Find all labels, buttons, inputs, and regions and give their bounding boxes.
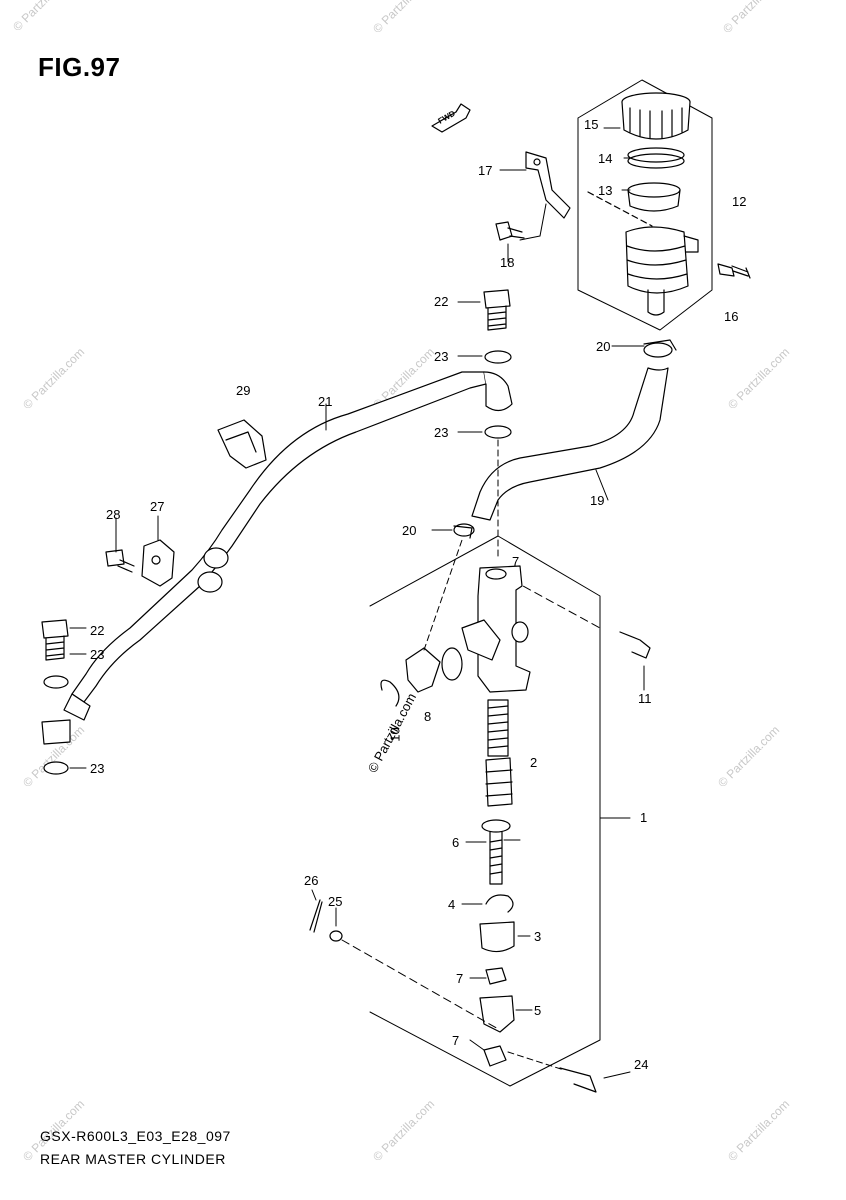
center-line — [341, 939, 501, 1031]
callout-4: 4 — [448, 897, 456, 912]
reservoir-cap — [621, 92, 691, 140]
callout-25: 25 — [328, 894, 343, 909]
reservoir-cut-line — [587, 191, 653, 227]
hose-end-fitting — [483, 371, 513, 412]
snap-ring — [380, 679, 400, 707]
callout-19: 19 — [590, 493, 605, 508]
reservoir-group-outline — [577, 79, 713, 331]
lock-nut — [485, 967, 507, 985]
washer-lower — [484, 425, 512, 439]
mounting-bolt — [619, 631, 651, 659]
callout-23: 23 — [434, 349, 449, 364]
callout-23: 23 — [90, 647, 105, 662]
union-bolt-lower — [41, 619, 69, 661]
callout-27: 27 — [150, 499, 165, 514]
washer-lower-a — [43, 675, 69, 689]
hose-union-fitting — [41, 719, 71, 745]
washer-upper — [484, 350, 512, 364]
center-line — [507, 1051, 565, 1071]
fwd-arrow-icon: FWD — [431, 103, 471, 133]
callout-7: 7 — [512, 554, 520, 569]
hose-bracket — [141, 539, 175, 587]
cap-seal-ring — [627, 147, 685, 169]
callout-11: 11 — [638, 691, 652, 706]
callout-23: 23 — [434, 425, 449, 440]
bracket-bolt-lower — [105, 549, 135, 573]
hose-end-fitting — [63, 693, 91, 721]
callout-7: 7 — [452, 1033, 460, 1048]
callout-21: 21 — [318, 394, 333, 409]
clevis-pin — [559, 1067, 597, 1093]
hose-holder — [217, 419, 267, 469]
callout-29: 29 — [236, 383, 251, 398]
reservoir-body — [625, 226, 699, 316]
lock-nut-lower — [483, 1045, 507, 1067]
callout-13: 13 — [598, 183, 613, 198]
hose-clamp-upper — [643, 339, 677, 358]
bracket-bolt — [495, 221, 525, 241]
callout-22: 22 — [90, 623, 105, 638]
callout-20: 20 — [402, 523, 417, 538]
figure-name: REAR MASTER CYLINDER — [40, 1151, 226, 1167]
callout-5: 5 — [534, 1003, 542, 1018]
hose-grommet — [203, 547, 229, 569]
callout-7: 7 — [456, 971, 464, 986]
center-line — [423, 539, 463, 651]
union-bolt-upper — [483, 289, 511, 331]
callout-2: 2 — [530, 755, 538, 770]
circlip — [485, 894, 514, 913]
pushrod — [481, 819, 511, 885]
callout-12: 12 — [732, 194, 747, 209]
dust-boot — [479, 921, 515, 953]
piston-assembly — [485, 699, 513, 807]
reservoir-hose — [471, 367, 669, 521]
hose-clamp-lower — [453, 523, 475, 539]
hose-grommet — [197, 571, 223, 593]
callout-22: 22 — [434, 294, 449, 309]
clevis — [479, 995, 515, 1033]
callout-leaders — [69, 127, 645, 1079]
reservoir-bracket — [519, 151, 571, 241]
callout-3: 3 — [534, 929, 542, 944]
connector-elbow — [405, 647, 441, 693]
diaphragm-plate — [627, 182, 681, 212]
figure-code: GSX-R600L3_E03_E28_097 — [40, 1128, 231, 1144]
center-line — [511, 579, 601, 629]
figure-title: FIG.97 — [38, 52, 121, 82]
callout-14: 14 — [598, 151, 613, 166]
callout-26: 26 — [304, 873, 319, 888]
master-cylinder-body — [461, 565, 531, 693]
callout-20: 20 — [596, 339, 611, 354]
callout-1: 1 — [640, 810, 648, 825]
callout-24: 24 — [634, 1057, 649, 1072]
callout-23: 23 — [90, 761, 105, 776]
callout-17: 17 — [478, 163, 493, 178]
callout-18: 18 — [500, 255, 515, 270]
callout-8: 8 — [424, 709, 432, 724]
callout-6: 6 — [452, 835, 460, 850]
cotter-pin — [309, 899, 323, 933]
callout-15: 15 — [584, 117, 599, 132]
callout-28: 28 — [106, 507, 121, 522]
washer-small — [329, 930, 343, 942]
reservoir-bolt — [717, 263, 751, 279]
callout-16: 16 — [724, 309, 739, 324]
washer-lower-b — [43, 761, 69, 775]
o-ring — [441, 647, 463, 681]
